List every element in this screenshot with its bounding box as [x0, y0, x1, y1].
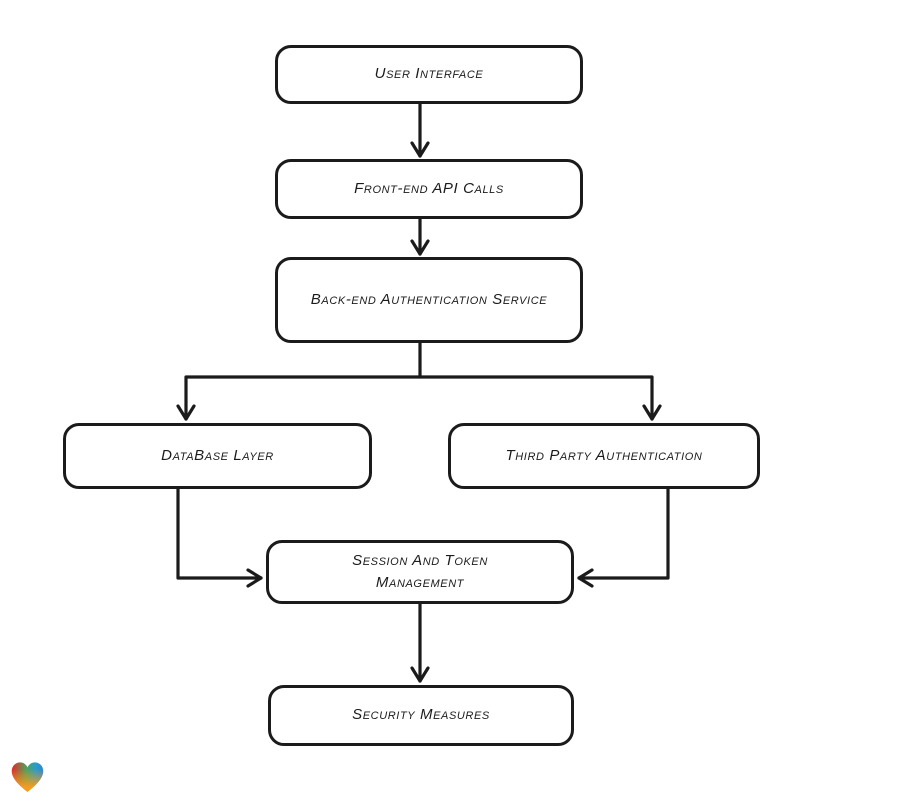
node-third-party-authentication-label: Third Party Authentication: [505, 446, 703, 464]
node-back-end-authentication-service: Back-end Authentication Service: [275, 257, 583, 343]
edge-database-layer-to-session-and-token-management: [176, 487, 263, 588]
node-user-interface: User Interface: [275, 45, 583, 104]
node-front-end-api-calls-label: Front-end API Calls: [354, 179, 504, 197]
node-database-layer-label: DataBase Layer: [161, 446, 274, 464]
edge-third-party-authentication-to-session-and-token-management: [577, 487, 670, 588]
node-third-party-authentication: Third Party Authentication: [448, 423, 760, 489]
heart-icon: [11, 762, 44, 792]
edge-front-end-api-calls-to-back-end-authentication-service: [410, 217, 430, 256]
node-security-measures-label: Security Measures: [352, 706, 490, 724]
node-front-end-api-calls: Front-end API Calls: [275, 159, 583, 219]
node-security-measures: Security Measures: [268, 685, 574, 746]
node-session-and-token-management-label: Session And Token Management: [352, 551, 488, 592]
node-database-layer: DataBase Layer: [63, 423, 372, 489]
node-session-and-token-management: Session And Token Management: [266, 540, 574, 604]
gradient-heart-logo: [10, 760, 45, 794]
edge-session-and-token-management-to-security-measures: [410, 602, 430, 683]
node-back-end-authentication-service-label: Back-end Authentication Service: [310, 290, 548, 308]
edge-back-end-authentication-service-to-database-layer: [176, 341, 422, 421]
node-user-interface-label: User Interface: [374, 65, 484, 83]
edge-back-end-authentication-service-to-third-party-authentication: [418, 375, 662, 421]
edge-user-interface-to-front-end-api-calls: [410, 102, 430, 158]
